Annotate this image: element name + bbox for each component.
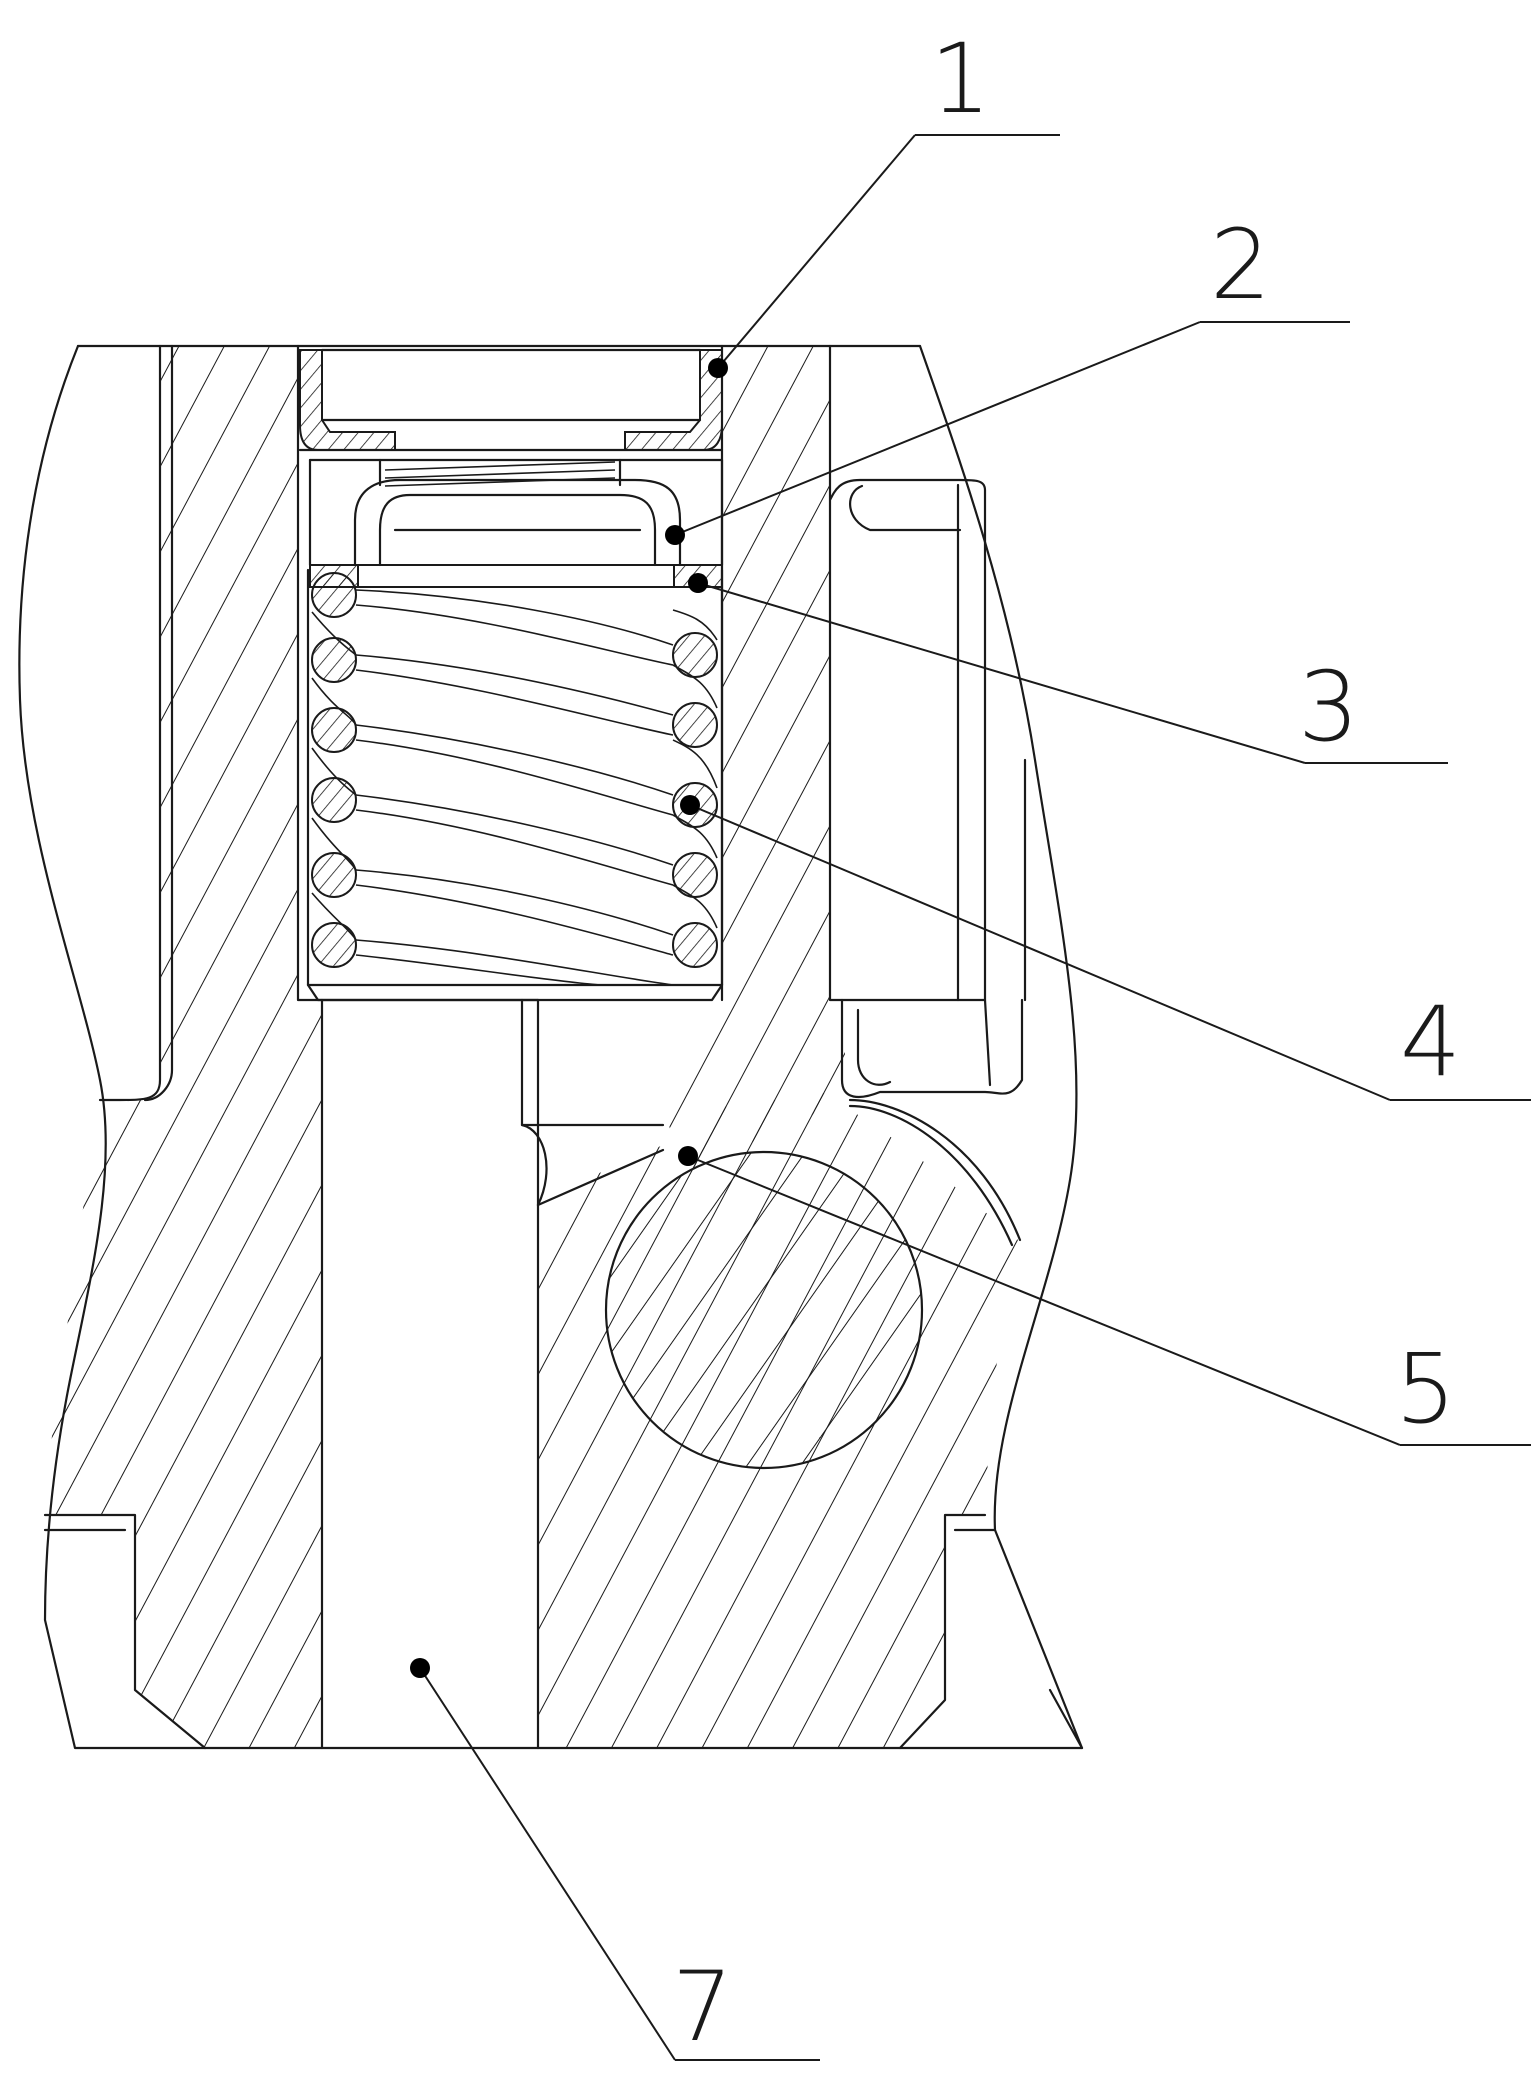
callout-4-label: 4 [1400, 986, 1461, 1098]
callout-2-label: 2 [1210, 209, 1271, 321]
part-body [18, 344, 1084, 1750]
callout-1-leader [708, 134, 1060, 378]
part-5-ball [604, 1150, 924, 1470]
part-2-valve [308, 458, 724, 567]
leaders [410, 134, 1531, 2061]
callout-5-leader [678, 1146, 1531, 1446]
callout-1-label: 1 [930, 23, 991, 135]
callout-2-leader [665, 321, 1350, 545]
part-4-spring [306, 568, 724, 1002]
part-1-cap [298, 348, 724, 452]
callout-3-leader [688, 573, 1448, 764]
callout-5-label: 5 [1395, 1333, 1456, 1445]
part-3-washer [309, 564, 723, 588]
callout-4-leader [680, 795, 1531, 1101]
callout-7-leader [410, 1658, 820, 2061]
callout-3-label: 3 [1298, 651, 1359, 763]
callout-7-label: 7 [672, 1951, 733, 2063]
callout-labels: 1 2 3 4 5 7 [672, 23, 1461, 2063]
